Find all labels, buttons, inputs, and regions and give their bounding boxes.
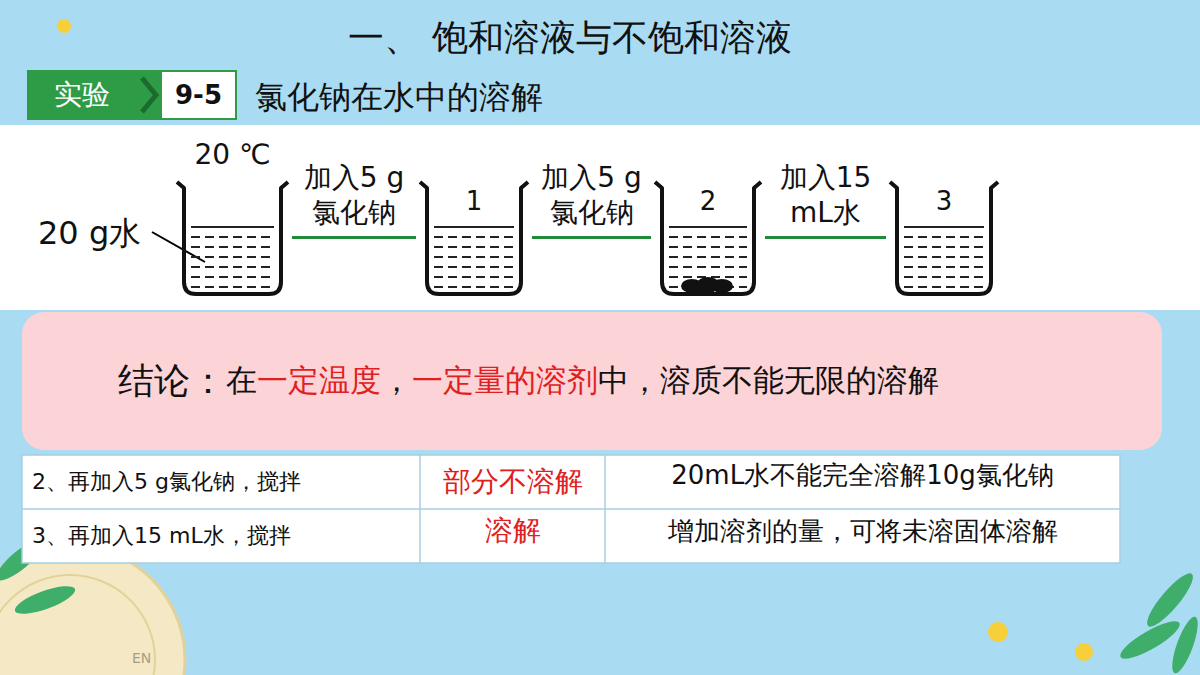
edge-label: 加入5 g 氯化钠 [524,160,659,230]
decor-circle [0,575,155,675]
conclusion-text: 一定温度 [257,360,381,402]
subtitle: 氯化钠在水中的溶解 [255,76,615,120]
water-label: 20 g水 [38,212,153,256]
experiment-badge: 实验 [27,70,137,120]
beaker-label: 1 [418,186,530,216]
beaker: 3 [888,138,1000,296]
beaker-label: 3 [888,186,1000,216]
experiment-number: 9-5 [160,70,237,120]
badge-text: 9-5 [175,80,222,110]
table-cell: 3、再加入15 mL水，搅拌 [22,509,420,563]
process-connector [292,236,416,239]
badge-chevron [142,78,156,112]
process-connector [765,236,886,239]
beaker-outline [653,138,763,296]
conclusion-text: ， [381,360,412,402]
table-frame [22,455,1120,563]
process-connector [532,236,651,239]
badge-chevron [137,70,160,120]
illustration-band [0,125,1200,310]
beaker: 2 [653,138,763,296]
beaker-label: 2 [653,186,763,216]
table-cell: 部分不溶解 [420,455,605,509]
slide-title: 一、 饱和溶液与不饱和溶液 [270,14,870,63]
conclusion-text: 一定量的溶剂 [412,360,598,402]
beaker: 20 ℃ [175,138,290,296]
edge-label: 加入5 g 氯化钠 [287,160,422,230]
conclusion-text: 中，溶质不能无限的溶解 [598,360,939,402]
edge-label: 加入15 mL水 [758,160,893,230]
table-cell: 增加溶剂的量，可将未溶固体溶解 [605,509,1120,553]
table-rule [22,508,1120,510]
table-cell: 20mL水不能完全溶解10g氯化钠 [605,455,1120,495]
table-cell: 溶解 [420,509,605,553]
beaker-outline [418,138,530,296]
watermark: EN [132,650,172,666]
conclusion-text: 结论： [118,357,226,406]
conclusion-box: 结论：在一定温度，一定量的溶剂中，溶质不能无限的溶解 [22,312,1162,450]
table-rule [419,455,421,563]
badge-text: 实验 [54,76,110,114]
table-rule [604,455,606,563]
beaker: 1 [418,138,530,296]
beaker-label: 20 ℃ [175,138,290,171]
beaker-outline [888,138,1000,296]
conclusion-text: 在 [226,360,257,402]
table-cell: 2、再加入5 g氯化钠，搅拌 [22,455,420,509]
